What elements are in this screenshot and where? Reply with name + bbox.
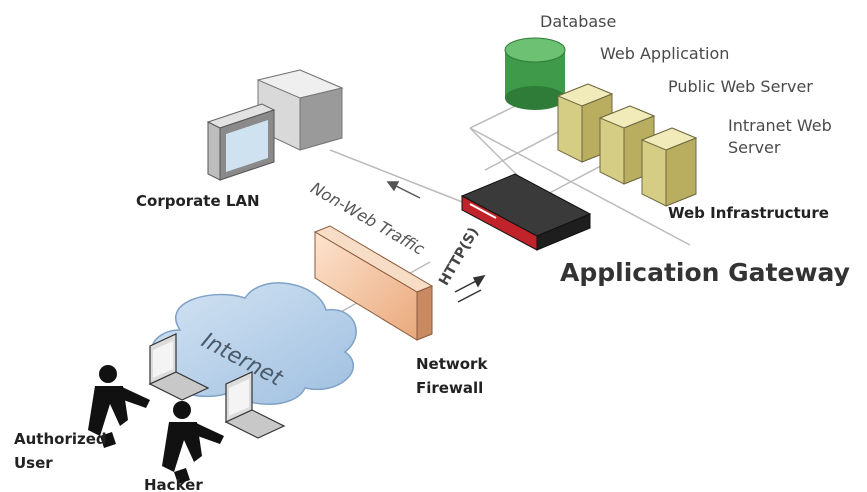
application-gateway-device [460, 173, 592, 251]
application-gateway-label: Application Gateway [560, 258, 850, 287]
hacker-icon [162, 401, 224, 484]
non-web-traffic-arrow [386, 181, 421, 199]
network-firewall-label-line1: Network [416, 355, 488, 373]
lan-workstation-icon [206, 103, 276, 181]
public-web-server-label: Public Web Server [668, 77, 813, 96]
https-arrows [454, 274, 486, 303]
authorized-user-label-line1: Authorized [14, 430, 107, 448]
authorized-user-icon [88, 365, 150, 448]
network-firewall-icon [313, 225, 434, 341]
web-infrastructure-label: Web Infrastructure [668, 204, 829, 222]
hacker-label: Hacker [144, 476, 203, 492]
web-application-server-icon [556, 83, 614, 163]
authorized-user-laptop-icon [148, 333, 210, 401]
database-icon [504, 37, 566, 110]
intranet-web-server-label-line2: Server [728, 138, 781, 157]
web-application-label: Web Application [600, 44, 730, 63]
lan-server-icon [256, 69, 344, 151]
intranet-web-server-icon [640, 127, 698, 207]
corporate-lan-label: Corporate LAN [136, 192, 260, 210]
intranet-web-server-label-line1: Intranet Web [728, 116, 832, 135]
authorized-user-label-line2: User [14, 454, 53, 472]
database-label: Database [540, 12, 617, 31]
hacker-laptop-icon [224, 371, 286, 439]
network-firewall-label-line2: Firewall [416, 379, 484, 397]
